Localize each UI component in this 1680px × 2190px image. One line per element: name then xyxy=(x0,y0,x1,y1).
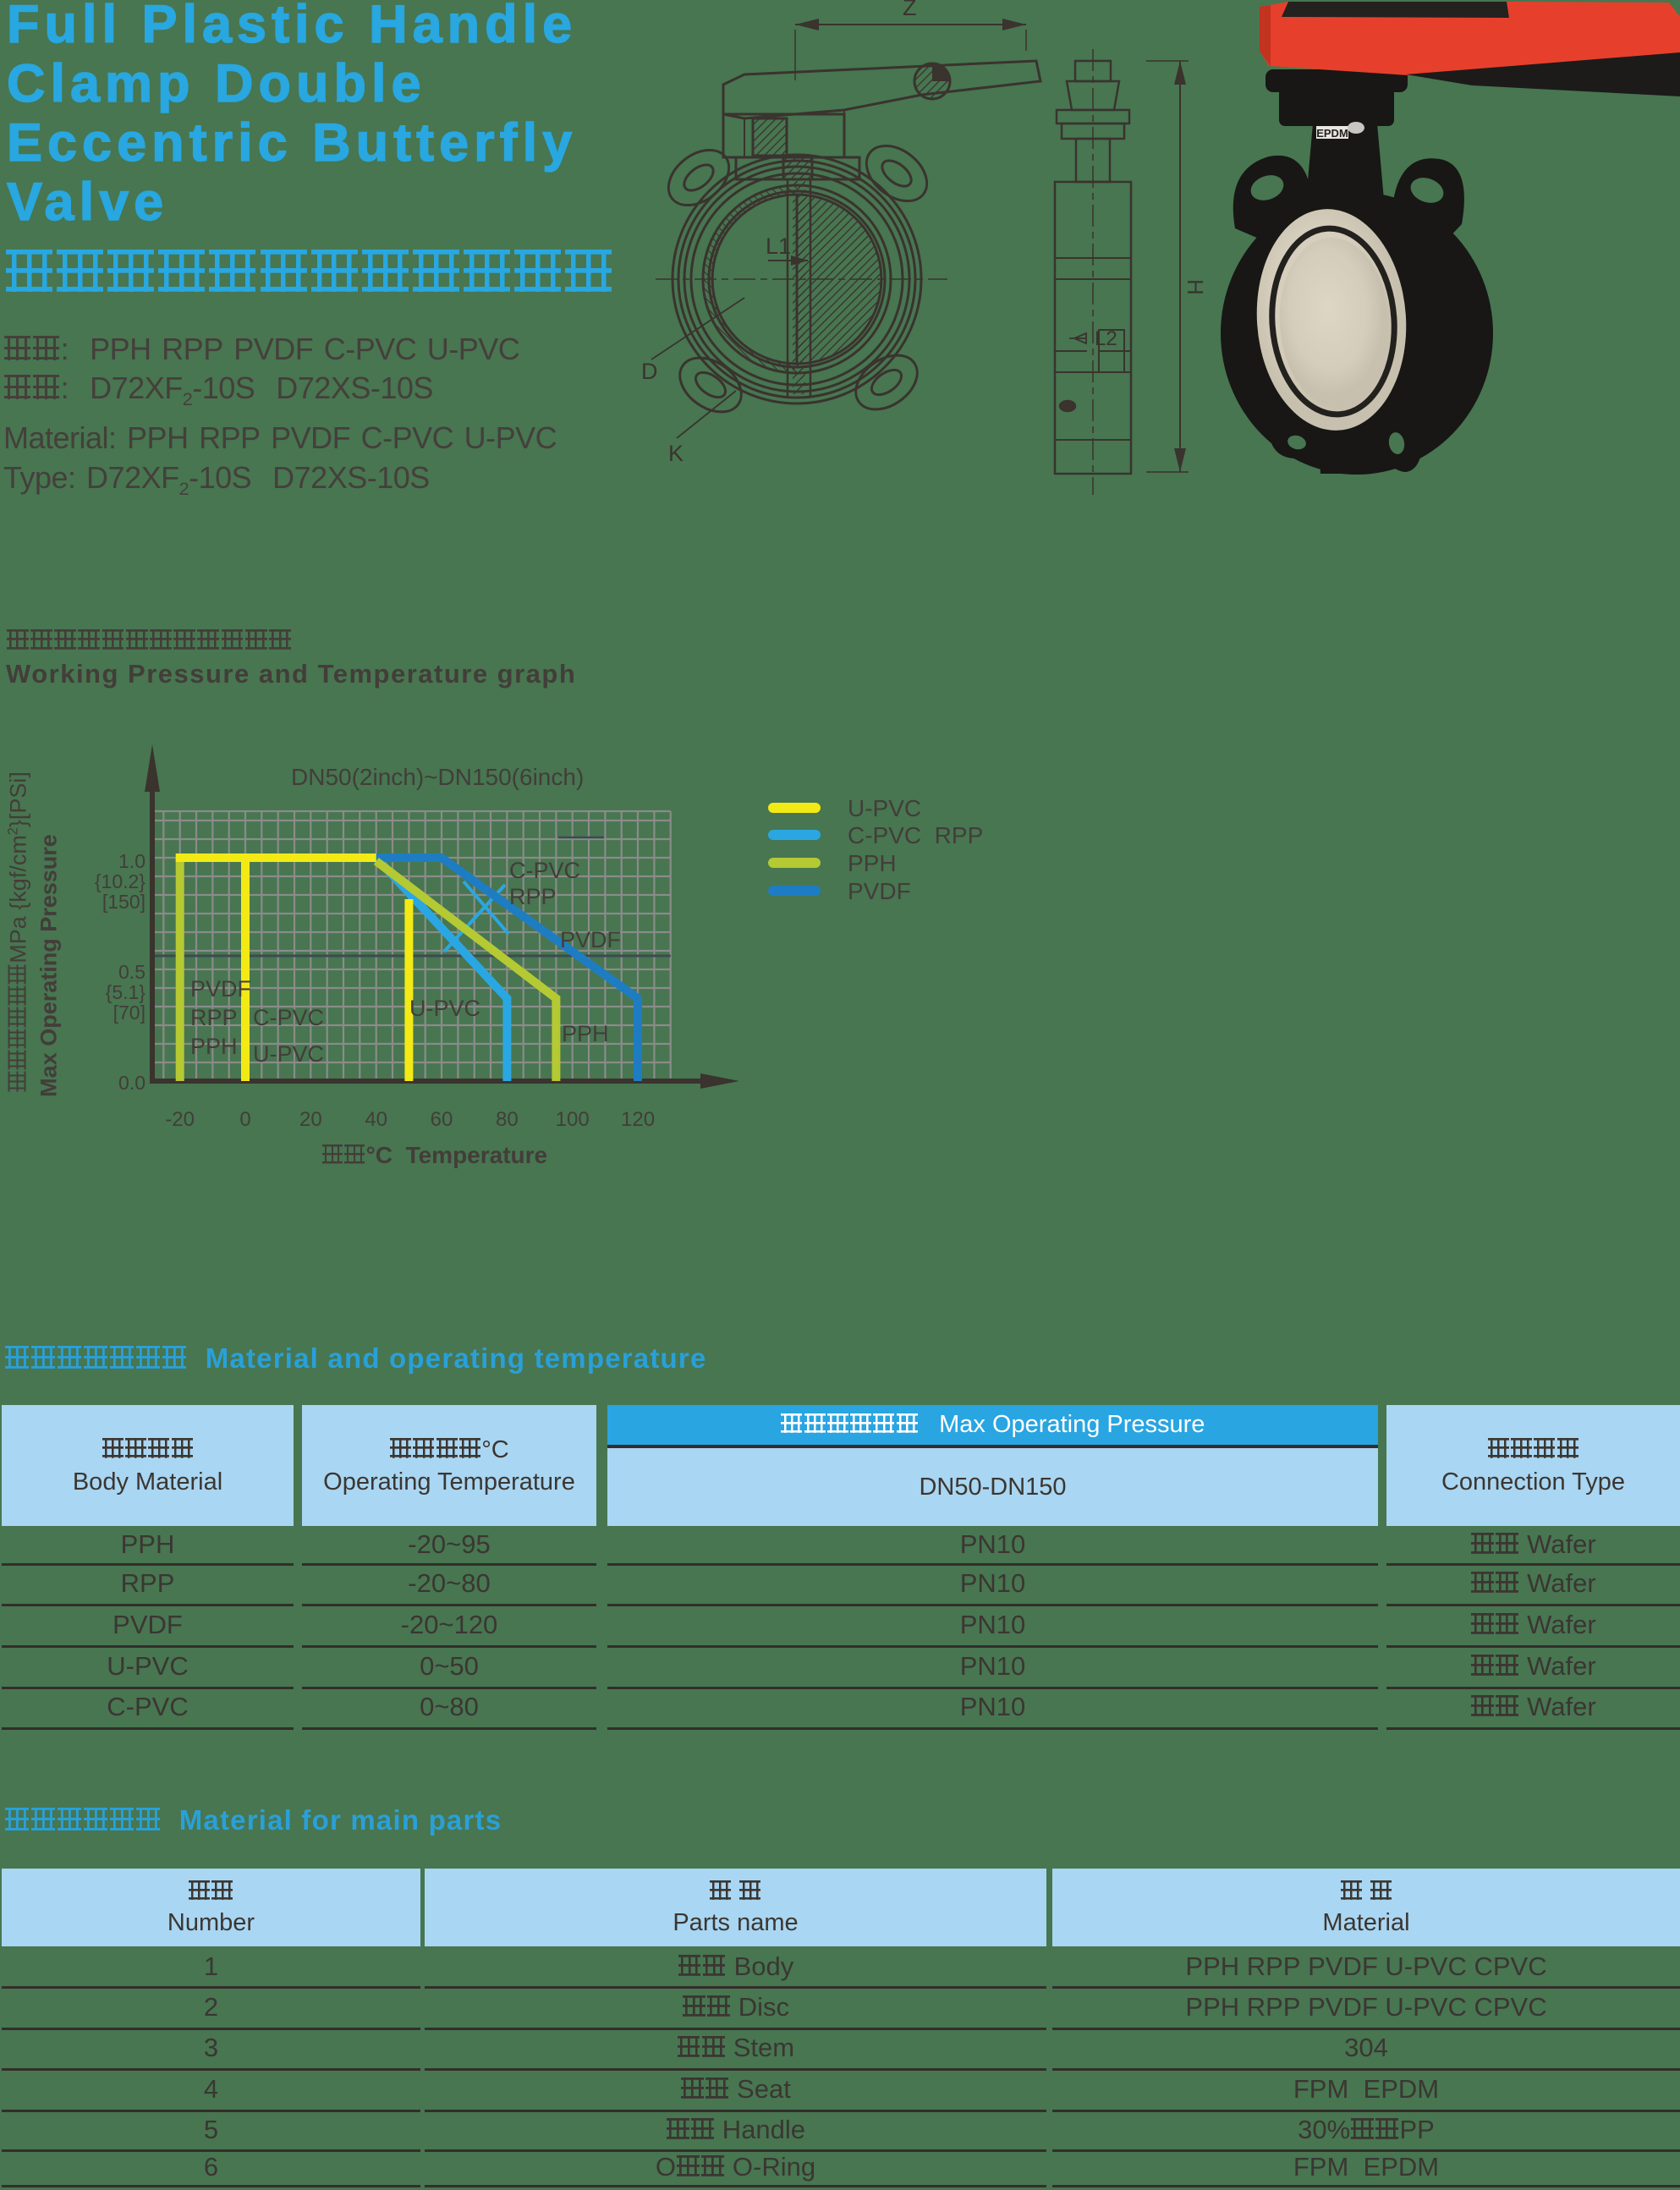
svg-text:U-PVC: U-PVC xyxy=(253,1041,324,1067)
svg-text:L1: L1 xyxy=(766,233,791,259)
svg-text:0: 0 xyxy=(239,1108,250,1131)
svg-text:100: 100 xyxy=(556,1108,590,1131)
svg-text:U-PVC: U-PVC xyxy=(409,996,480,1021)
svg-text:RPP: RPP xyxy=(190,1005,238,1030)
svg-text:RPP: RPP xyxy=(509,884,557,909)
svg-text:U-PVC: U-PVC xyxy=(848,795,921,821)
svg-text:PVDF: PVDF xyxy=(560,927,621,952)
svg-text:PVDF: PVDF xyxy=(848,878,911,904)
svg-text:[150]: [150] xyxy=(102,891,145,913)
svg-text:0.5: 0.5 xyxy=(118,961,145,983)
svg-text:{5.1}: {5.1} xyxy=(106,981,146,1003)
svg-text:-20: -20 xyxy=(165,1108,195,1131)
svg-text:{10.2}: {10.2} xyxy=(95,870,145,892)
svg-text:EPDM: EPDM xyxy=(1316,127,1348,140)
svg-text:PPH: PPH xyxy=(848,850,897,876)
svg-text:L2: L2 xyxy=(1095,327,1117,350)
svg-text:PVDF: PVDF xyxy=(190,976,251,1002)
svg-text:[70]: [70] xyxy=(113,1002,145,1024)
svg-text:C-PVC: C-PVC xyxy=(253,1005,324,1030)
svg-text:120: 120 xyxy=(621,1108,655,1131)
svg-text:60: 60 xyxy=(431,1108,453,1131)
svg-text:PPH: PPH xyxy=(190,1034,238,1059)
svg-text:PPH: PPH xyxy=(562,1021,609,1046)
svg-text:1.0: 1.0 xyxy=(118,850,145,872)
svg-text:C-PVC RPP: C-PVC RPP xyxy=(848,822,983,848)
svg-text:C-PVC: C-PVC xyxy=(509,858,580,883)
svg-text:K: K xyxy=(668,441,684,466)
svg-text:40: 40 xyxy=(365,1108,387,1131)
svg-text:H: H xyxy=(1183,279,1208,295)
svg-text:DN50(2inch)~DN150(6inch): DN50(2inch)~DN150(6inch) xyxy=(291,764,584,790)
svg-text:80: 80 xyxy=(496,1108,519,1131)
svg-text:0.0: 0.0 xyxy=(118,1072,145,1094)
svg-text:Z: Z xyxy=(903,0,917,20)
svg-text:D: D xyxy=(641,359,658,384)
svg-text:20: 20 xyxy=(299,1108,322,1131)
